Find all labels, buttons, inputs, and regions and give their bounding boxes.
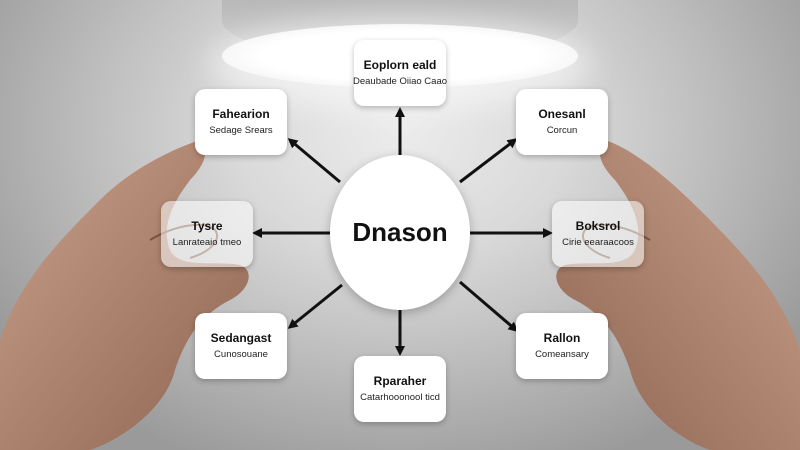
node-subtitle: Lanrateaio tmeo (172, 237, 242, 248)
node-subtitle: Deaubade Oiiao Caao (353, 76, 448, 87)
node-subtitle: Cirie eearaacoos (562, 237, 634, 248)
node-subtitle: Sedage Srears (209, 125, 273, 136)
hub-label: Dnason (352, 217, 448, 247)
node-title: Tysre (191, 219, 223, 233)
node-title: Rparaher (373, 374, 427, 388)
node-top-right: Onesanl Corcun (516, 89, 608, 155)
node-bottom: Rparaher Catarhooonool ticd (354, 356, 446, 422)
arrow-to-bottom-right (459, 280, 519, 332)
node-right: Boksrol Cirie eearaacoos (552, 201, 644, 267)
node-bottom-right: Rallon Comeansary (516, 313, 608, 379)
node-title: Fahearion (212, 107, 270, 121)
node-title: Eoplorn eald (363, 58, 437, 72)
node-bottom-left: Sedangast Cunosouane (195, 313, 287, 379)
node-title: Onesanl (538, 107, 586, 121)
node-title: Boksrol (575, 219, 621, 233)
node-subtitle: Comeansary (535, 349, 589, 360)
arrow-to-bottom-left (287, 283, 343, 329)
hub-circle: Dnason (330, 155, 470, 310)
node-left: Tysre Lanrateaio tmeo (161, 201, 253, 267)
node-title: Sedangast (210, 331, 272, 345)
node-top-left: Fahearion Sedage Srears (195, 89, 287, 155)
node-title: Rallon (543, 331, 581, 345)
node-top: Eoplorn eald Deaubade Oiiao Caao (353, 40, 448, 106)
node-subtitle: Cunosouane (214, 349, 268, 360)
arrow-to-top-left (287, 138, 341, 184)
arrow-to-top-right (459, 138, 518, 184)
node-subtitle: Catarhooonool ticd (360, 392, 440, 403)
node-subtitle: Corcun (546, 125, 578, 136)
